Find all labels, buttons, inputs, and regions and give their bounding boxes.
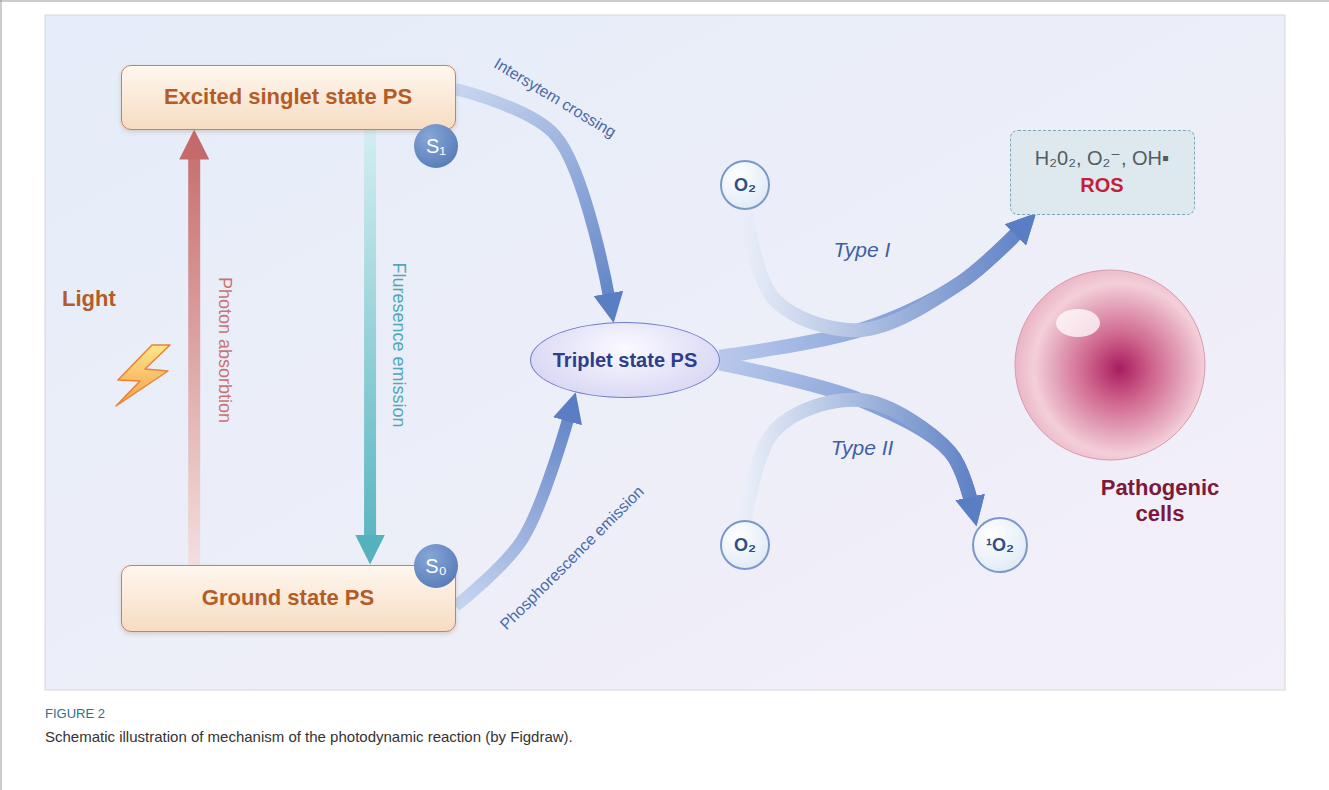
- edge-label: Phosphorescence emission: [497, 483, 648, 634]
- state-box: Excited singlet state PSS₁: [121, 65, 456, 130]
- edge-label: Intersytem crossing: [491, 55, 619, 142]
- oxygen-circle: O₂: [720, 520, 770, 570]
- singlet-oxygen-circle: ¹O₂: [972, 517, 1028, 573]
- arrow-connector: [188, 152, 200, 565]
- oxygen-circle: O₂: [720, 160, 770, 210]
- arrow-connector: [745, 400, 972, 520]
- arrow-connector: [364, 130, 376, 543]
- node-text: O₂: [734, 535, 756, 556]
- lightning-icon: [116, 345, 170, 406]
- node-text: Triplet state PS: [553, 349, 698, 372]
- pathogenic-cell: Pathogenic cells: [1005, 270, 1255, 530]
- edge-label: Fluresence emission: [388, 262, 408, 427]
- frame-line: [1, 0, 2, 790]
- node-text: S₁: [426, 135, 446, 158]
- node-text: Excited singlet state PS: [164, 84, 412, 109]
- edge-label: Type II: [831, 436, 894, 459]
- figure-caption: Schematic illustration of mechanism of t…: [45, 728, 573, 745]
- cell-body: [1015, 270, 1205, 460]
- edge-label: Photon absorbtion: [214, 277, 234, 423]
- node-text: O₂: [734, 175, 756, 196]
- node-text: S₀: [425, 555, 447, 578]
- state-box: Ground state PSS₀: [121, 565, 456, 632]
- figure-number: FIGURE 2: [45, 706, 105, 721]
- node-text: Pathogenic cells: [1095, 475, 1225, 530]
- cell-highlight: [1056, 309, 1100, 337]
- state-circle: S₀: [414, 544, 458, 588]
- arrow-connector: [745, 210, 1021, 330]
- node-text: H₂0₂, O₂⁻, OH▪: [1035, 147, 1169, 170]
- node-subtext: ROS: [1080, 174, 1123, 197]
- frame-line: [0, 1, 1329, 2]
- light-label: Light: [62, 286, 116, 312]
- ros-box: H₂0₂, O₂⁻, OH▪ ROS: [1010, 130, 1195, 215]
- state-ellipse: Triplet state PS: [530, 322, 720, 398]
- diagram-panel: [45, 15, 1285, 690]
- node-text: ¹O₂: [986, 535, 1014, 556]
- edge-label: Type I: [834, 238, 891, 261]
- state-circle: S₁: [414, 124, 458, 168]
- node-text: Ground state PS: [202, 585, 374, 610]
- cell-sphere: [1010, 265, 1210, 465]
